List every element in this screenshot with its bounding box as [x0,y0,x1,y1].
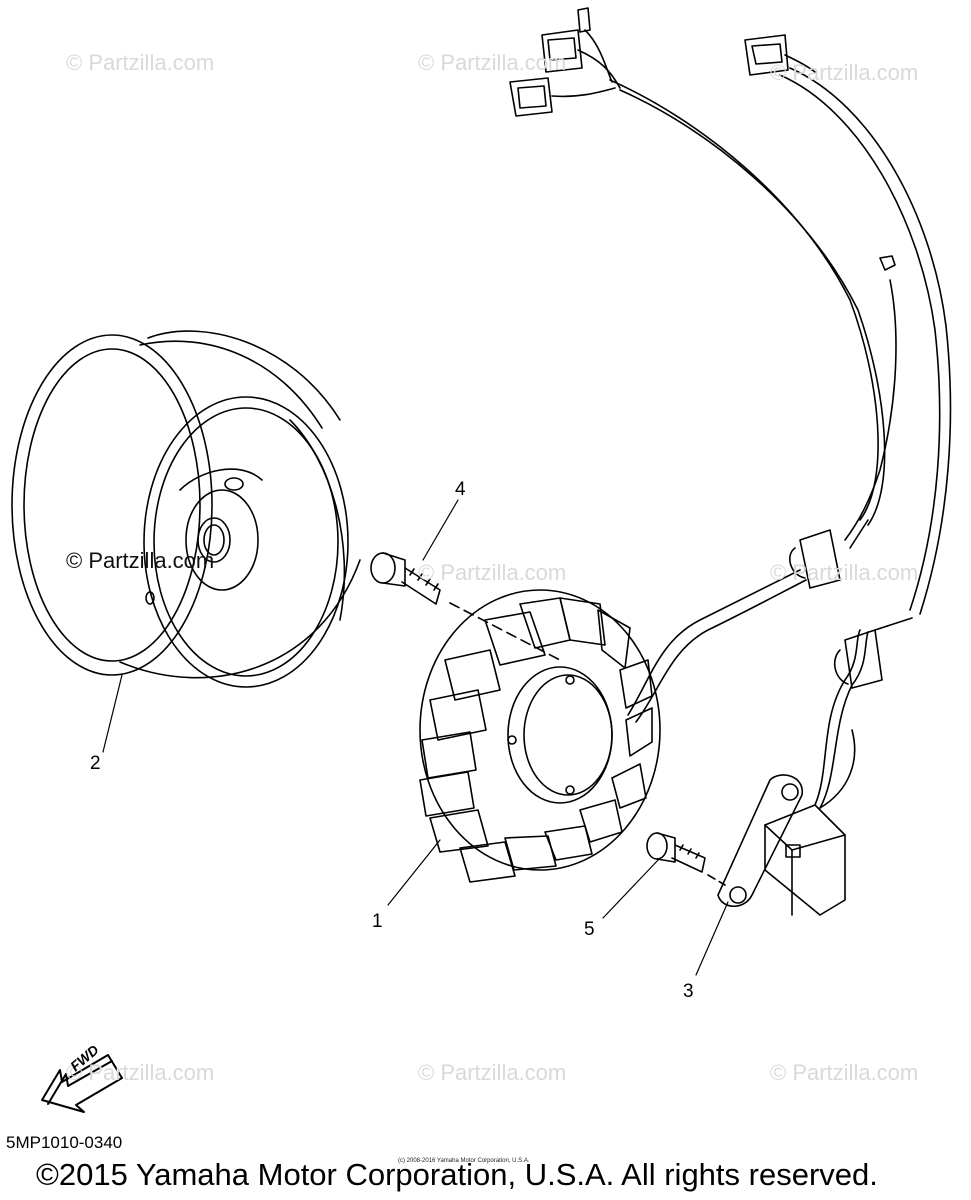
callout-leaders [102,499,729,976]
diagram-code: 5MP1010-0340 [6,1133,123,1152]
stator-part [419,569,807,883]
fwd-arrow-icon [41,1054,123,1113]
bolt-5-part [646,832,706,873]
copyright-notice: ©2015 Yamaha Motor Corporation, U.S.A. A… [36,1157,878,1192]
callout-1: 1 [372,911,383,932]
bolt-5-guide-line [707,874,726,886]
watermark: © Partzilla.com [418,50,567,75]
wire-harness [509,7,952,689]
callout-3: 3 [683,981,694,1002]
watermark: © Partzilla.com [418,560,567,585]
bolt-4-guide-line [449,602,561,661]
callout-5: 5 [584,919,595,940]
watermark-center: © Partzilla.com [66,548,215,573]
rotor-part [11,330,361,688]
callout-4: 4 [455,479,466,500]
watermark: © Partzilla.com [66,50,215,75]
watermark: © Partzilla.com [770,60,919,85]
tiny-copyright: (c) 2008-2016 Yamaha Motor Corporation, … [398,1158,530,1164]
callout-2: 2 [90,753,101,774]
watermark: © Partzilla.com [770,560,919,585]
watermark: © Partzilla.com [66,1060,215,1085]
pickup-coil-part [717,629,869,916]
bolt-4-part [370,552,441,605]
watermark: © Partzilla.com [418,1060,567,1085]
watermark: © Partzilla.com [770,1060,919,1085]
